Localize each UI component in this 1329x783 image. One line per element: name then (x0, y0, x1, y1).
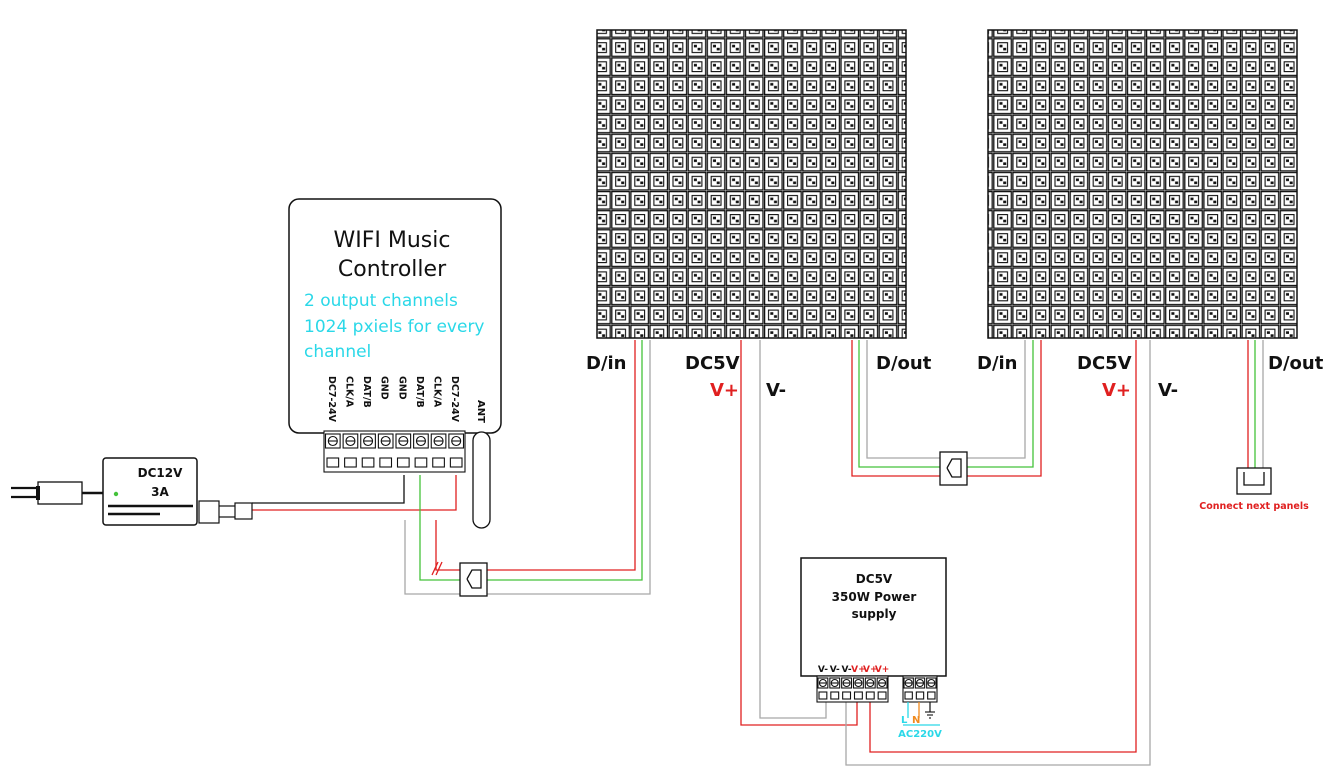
ac-terminal (926, 677, 937, 700)
psu-terminal-label: V- (830, 665, 840, 675)
controller-terminal-label: DC7-24V (326, 376, 337, 423)
controller-terminal (342, 433, 359, 468)
panel2-vminus-label: V- (1158, 380, 1178, 401)
panel2-dc-label: DC5V (1077, 353, 1132, 374)
controller-terminal-label: CLK/A (432, 376, 443, 408)
plug-icon (37, 481, 83, 505)
psu-terminal (841, 677, 853, 700)
controller-terminal (377, 433, 394, 468)
power-adapter (11, 457, 253, 526)
psu-terminal (864, 677, 876, 700)
panel2-din-label: D/in (977, 353, 1018, 374)
psu-terminal-label: V- (842, 665, 852, 675)
psu-line2: 350W Power (832, 590, 917, 604)
ac-terminal (903, 677, 914, 700)
psu-terminal-label: V+ (851, 665, 866, 675)
controller-terminal-block (323, 430, 466, 473)
wire-panel1-vminus (759, 340, 827, 719)
controller-info-line1: 2 output channels (304, 291, 458, 311)
controller-terminal-label: DAT/B (414, 376, 425, 408)
controller-title-line1: WIFI Music (334, 228, 451, 253)
controller-terminal (413, 433, 429, 468)
controller-title-line2: Controller (338, 257, 447, 282)
controller-terminal (324, 433, 341, 468)
ac-l-label: L (901, 715, 908, 726)
panel1-vminus-label: V- (766, 380, 786, 401)
psu-line3: supply (852, 607, 897, 621)
psu-terminal (829, 677, 841, 700)
antenna-icon (472, 431, 491, 529)
psu-terminal (817, 677, 829, 700)
controller-terminal-label: DC7-24V (449, 376, 460, 423)
panel1-dout-label: D/out (876, 353, 932, 374)
panel2-vplus-label: V+ (1102, 380, 1131, 401)
adapter-led-icon (113, 491, 119, 497)
controller-terminal (360, 433, 376, 468)
dc-jack-icon (198, 500, 220, 524)
wire-data-gray (404, 340, 651, 595)
psu-terminal-label: V- (818, 665, 828, 675)
panel1-vplus-label: V+ (710, 380, 739, 401)
psu-terminal-label: V+ (863, 665, 878, 675)
wire-panel2-vminus (845, 340, 1151, 766)
ground-icon (925, 711, 935, 719)
controller-terminal-label: GND (379, 376, 390, 400)
controller-terminal-label: DAT/B (361, 376, 372, 408)
wire-data-red (435, 340, 636, 571)
wire-panel2-vplus (869, 340, 1137, 753)
connector-1 (459, 562, 488, 597)
wire-adapter-gray (252, 475, 405, 504)
connector-3 (1236, 467, 1272, 495)
adapter-line2: 3A (151, 485, 169, 499)
adapter-line1: DC12V (138, 466, 183, 480)
controller-terminal (395, 433, 412, 468)
connector-2 (939, 451, 968, 486)
ac-voltage-label: AC220V (898, 729, 942, 740)
ac-terminal (914, 677, 926, 700)
panel2-dout-label: D/out (1268, 353, 1324, 374)
psu-line1: DC5V (856, 572, 893, 586)
controller-terminal-label: GND (396, 376, 407, 400)
psu-terminal (876, 677, 888, 700)
wiring (252, 340, 1264, 766)
controller-terminal (448, 433, 465, 468)
controller-terminal-label: CLK/A (343, 376, 354, 408)
wire-adapter-red (252, 475, 457, 511)
wire-data-green (419, 340, 643, 581)
wifi-controller (288, 198, 502, 529)
panel1-din-label: D/in (586, 353, 627, 374)
controller-info-line3: channel (304, 342, 371, 362)
power-supply (800, 557, 947, 726)
antenna-label: ANT (475, 400, 486, 423)
psu-terminal-label: V+ (875, 665, 890, 675)
controller-info-line2: 1024 pxiels for every (304, 317, 485, 337)
psu-terminal (852, 677, 864, 700)
panel1-dc-label: DC5V (685, 353, 740, 374)
wire-panel1-vplus (740, 340, 858, 726)
led-panel-1 (596, 29, 907, 339)
led-panel-2 (987, 29, 1298, 339)
ac-n-label: N (912, 715, 920, 726)
controller-terminal (430, 433, 447, 468)
psu-terminal-block (816, 675, 938, 703)
connect-next-label: Connect next panels (1199, 501, 1309, 512)
